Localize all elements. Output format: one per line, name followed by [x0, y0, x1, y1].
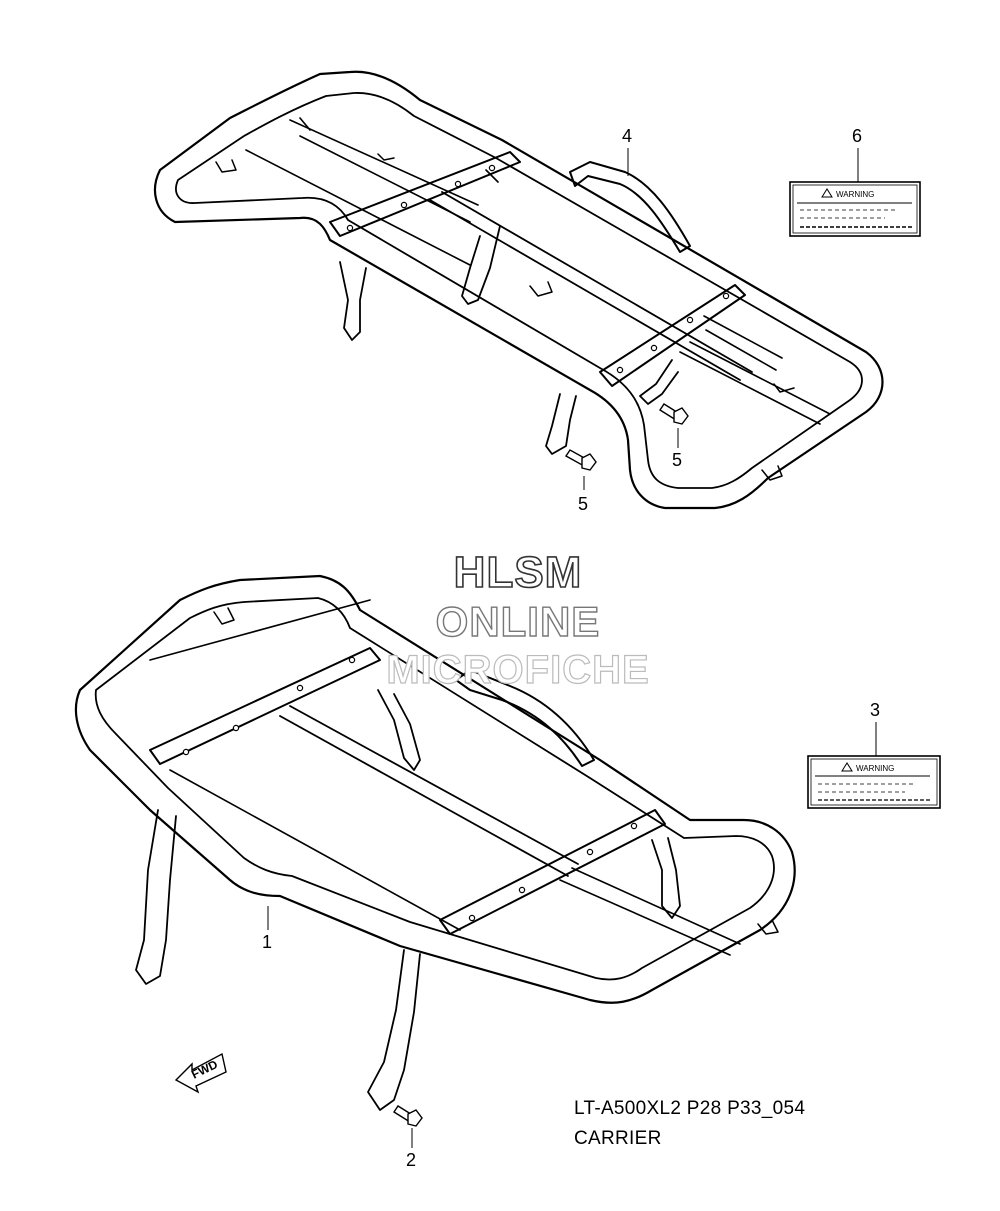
front-carrier	[74, 574, 796, 1111]
watermark-line-2: ONLINE	[435, 597, 601, 645]
callout-3: 3	[870, 700, 880, 720]
callout-1: 1	[262, 932, 272, 952]
callout-5-right: 5	[672, 450, 682, 470]
bolt-5-right	[659, 403, 689, 425]
bolt-5-left	[564, 449, 597, 471]
watermark-line-3: MICROFICHE	[386, 647, 650, 692]
diagram-title: CARRIER	[574, 1128, 662, 1149]
callout-6: 6	[852, 126, 862, 146]
callout-2: 2	[406, 1150, 416, 1170]
diagram-code: LT-A500XL2 P28 P33_054	[574, 1098, 806, 1119]
warning-label-6-text: WARNING	[836, 190, 874, 199]
callout-5-left: 5	[578, 494, 588, 514]
fwd-arrow-icon: FWD	[174, 1052, 227, 1094]
callout-4: 4	[622, 126, 632, 146]
warning-label-3: WARNING	[807, 755, 941, 809]
rear-carrier	[153, 70, 884, 510]
warning-label-3-text: WARNING	[856, 764, 894, 773]
leader-lines-lower	[267, 722, 877, 1148]
leader-lines-upper	[583, 148, 859, 490]
bolt-2	[393, 1105, 423, 1127]
warning-label-6: WARNING	[789, 181, 921, 237]
watermark-line-1: HLSM	[453, 547, 583, 598]
